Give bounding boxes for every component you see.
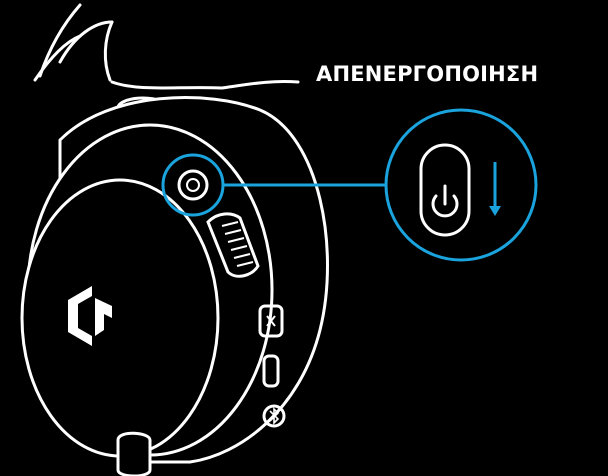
zoom-callout — [386, 110, 536, 260]
mic-boom — [118, 433, 150, 476]
headband — [35, 5, 298, 88]
instruction-label: ΑΠΕΝΕΡΓΟΠΟΙΗΣΗ — [316, 62, 538, 86]
